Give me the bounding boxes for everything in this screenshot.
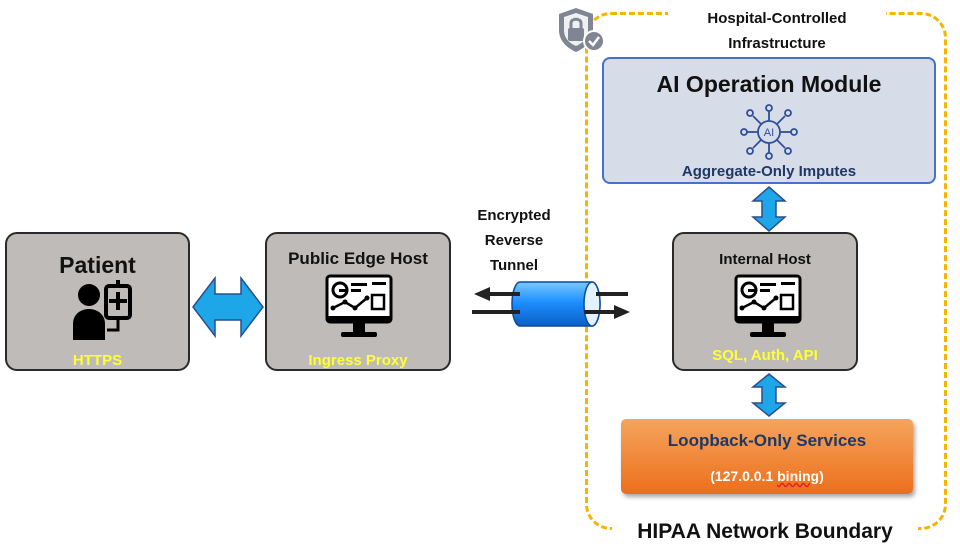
patient-iv-icon	[73, 280, 132, 340]
loopback-title: Loopback-Only Services	[667, 431, 867, 450]
loopback-subtitle: (127.0.0.1 bining)	[710, 468, 824, 484]
internal-host-title: Internal Host	[719, 251, 811, 268]
monitor-dashboard-icon	[734, 274, 802, 337]
internal-host-box: Internal Host SQL, Auth, API	[672, 232, 858, 371]
patient-title: Patient	[59, 252, 136, 278]
ai-chip-label: AI	[764, 127, 774, 139]
ai-chip-icon: AI	[740, 104, 798, 160]
vertical-bidirectional-arrow-icon	[751, 373, 787, 417]
edge-host-title: Public Edge Host	[288, 249, 428, 268]
vertical-bidirectional-arrow-icon	[751, 186, 787, 232]
boundary-title: Hospital-Controlled Infrastructure	[668, 6, 886, 56]
edge-host-subtitle: Ingress Proxy	[308, 352, 408, 369]
tunnel-label: Encrypted Reverse Tunnel	[477, 207, 551, 274]
edge-host-box: Public Edge Host Ingress Proxy	[265, 232, 451, 371]
ai-module-title: AI Operation Module	[656, 71, 882, 97]
internal-host-subtitle: SQL, Auth, API	[712, 347, 818, 364]
patient-box: Patient HTTPS	[5, 232, 190, 371]
boundary-footer: HIPAA Network Boundary	[612, 520, 918, 544]
loopback-services-box: Loopback-Only Services (127.0.0.1 bining…	[621, 419, 913, 494]
ai-module-box: AI Operation Module AI Aggregate-Only Im…	[602, 57, 936, 184]
tunnel-pipe-icon	[472, 281, 630, 327]
monitor-dashboard-icon	[325, 274, 393, 337]
ai-module-subtitle: Aggregate-Only Imputes	[681, 163, 857, 180]
bidirectional-arrow-icon	[192, 276, 264, 338]
patient-subtitle: HTTPS	[72, 352, 123, 369]
shield-lock-icon	[559, 8, 605, 52]
